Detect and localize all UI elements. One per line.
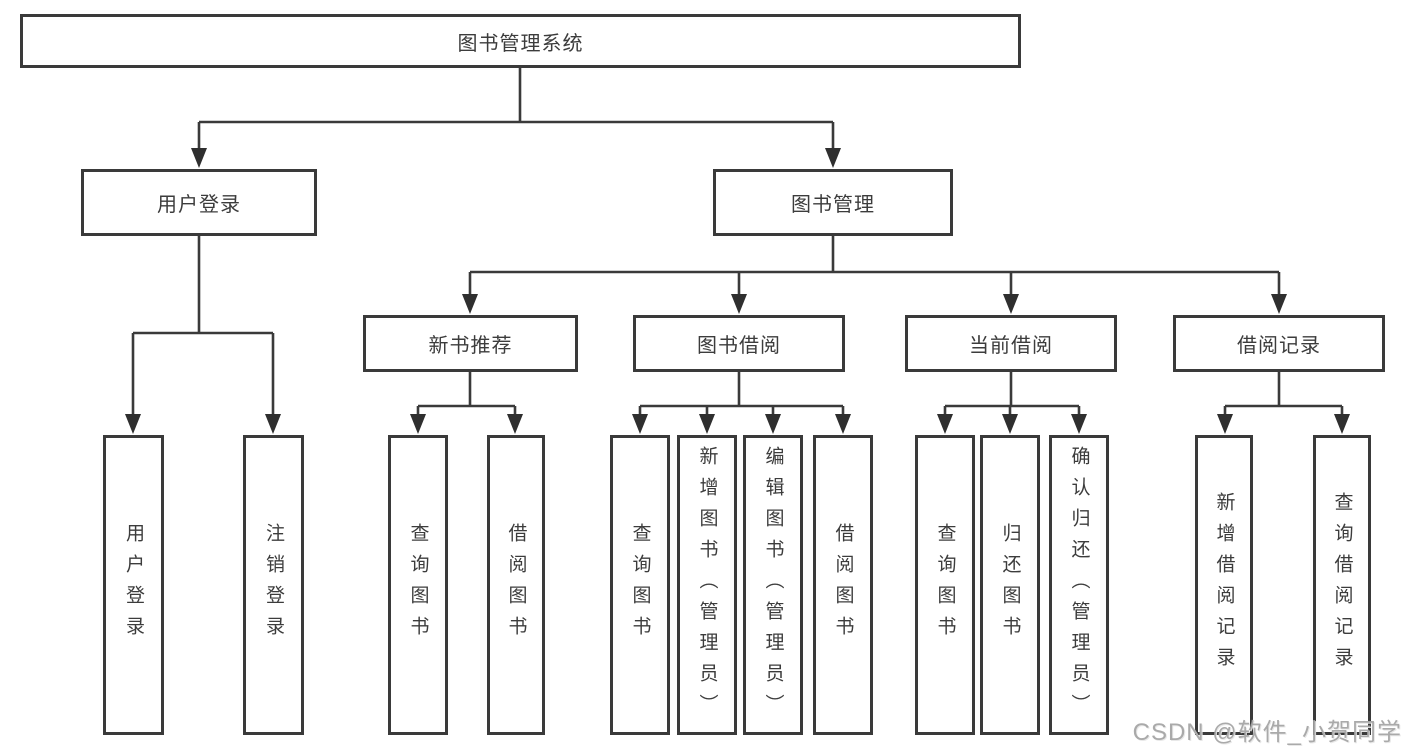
- leaf-logout: 注销登录: [243, 435, 304, 735]
- leaf-label: 借阅图书: [832, 523, 854, 647]
- node-label: 用户登录: [157, 194, 241, 216]
- node-book-borrowing: 图书借阅: [633, 315, 845, 372]
- leaf-label: 查询图书: [407, 523, 429, 647]
- node-library-management-system: 图书管理系统: [20, 14, 1021, 68]
- leaf-add-books-admin: 新增图书（管理员）: [677, 435, 737, 735]
- node-label: 图书管理: [791, 194, 875, 216]
- edge-current-to-leaves: [943, 372, 1081, 416]
- leaf-query-books-recommend: 查询图书: [388, 435, 448, 735]
- node-label: 借阅记录: [1237, 335, 1321, 357]
- leaf-confirm-return-admin: 确认归还（管理员）: [1049, 435, 1109, 735]
- edge-mgmt-to-level3: [468, 236, 1281, 296]
- node-label: 图书借阅: [697, 335, 781, 357]
- leaf-label: 归还图书: [999, 523, 1021, 647]
- node-label: 当前借阅: [969, 335, 1053, 357]
- leaf-label: 新增图书（管理员）: [696, 445, 718, 725]
- leaf-query-borrow-record: 查询借阅记录: [1313, 435, 1371, 735]
- leaf-label: 用户登录: [123, 523, 144, 647]
- node-label: 新书推荐: [428, 335, 513, 357]
- leaf-user-login: 用户登录: [103, 435, 164, 735]
- leaf-label: 查询图书: [629, 523, 651, 647]
- leaf-label: 查询借阅记录: [1331, 492, 1353, 678]
- leaf-label: 借阅图书: [505, 523, 527, 647]
- leaf-label: 新增借阅记录: [1213, 492, 1235, 678]
- node-borrow-records: 借阅记录: [1173, 315, 1385, 372]
- edge-records-to-leaves: [1223, 372, 1344, 416]
- leaf-query-books-current: 查询图书: [915, 435, 975, 735]
- node-label: 图书管理系统: [457, 32, 584, 55]
- leaf-add-borrow-record: 新增借阅记录: [1195, 435, 1253, 735]
- node-user-login-group: 用户登录: [81, 169, 317, 236]
- node-book-management-group: 图书管理: [713, 169, 953, 236]
- leaf-return-books: 归还图书: [980, 435, 1040, 735]
- edge-root-to-level2: [197, 68, 835, 150]
- csdn-watermark: CSDN @软件_小贺同学: [1132, 719, 1402, 746]
- leaf-label: 查询图书: [934, 523, 956, 647]
- edge-login-to-leaves: [131, 236, 275, 415]
- edge-recommend-to-leaves: [416, 372, 517, 416]
- leaf-label: 确认归还（管理员）: [1068, 445, 1090, 725]
- node-new-book-recommend: 新书推荐: [363, 315, 578, 372]
- node-current-borrowing: 当前借阅: [905, 315, 1117, 372]
- leaf-label: 编辑图书（管理员）: [762, 445, 784, 725]
- edge-borrowing-to-leaves: [638, 372, 845, 416]
- leaf-query-books-borrowing: 查询图书: [610, 435, 670, 735]
- arrowheads: [125, 148, 1350, 434]
- leaf-edit-books-admin: 编辑图书（管理员）: [743, 435, 803, 735]
- leaf-borrow-books-recommend: 借阅图书: [487, 435, 545, 735]
- leaf-borrow-books-borrowing: 借阅图书: [813, 435, 873, 735]
- leaf-label: 注销登录: [263, 523, 284, 647]
